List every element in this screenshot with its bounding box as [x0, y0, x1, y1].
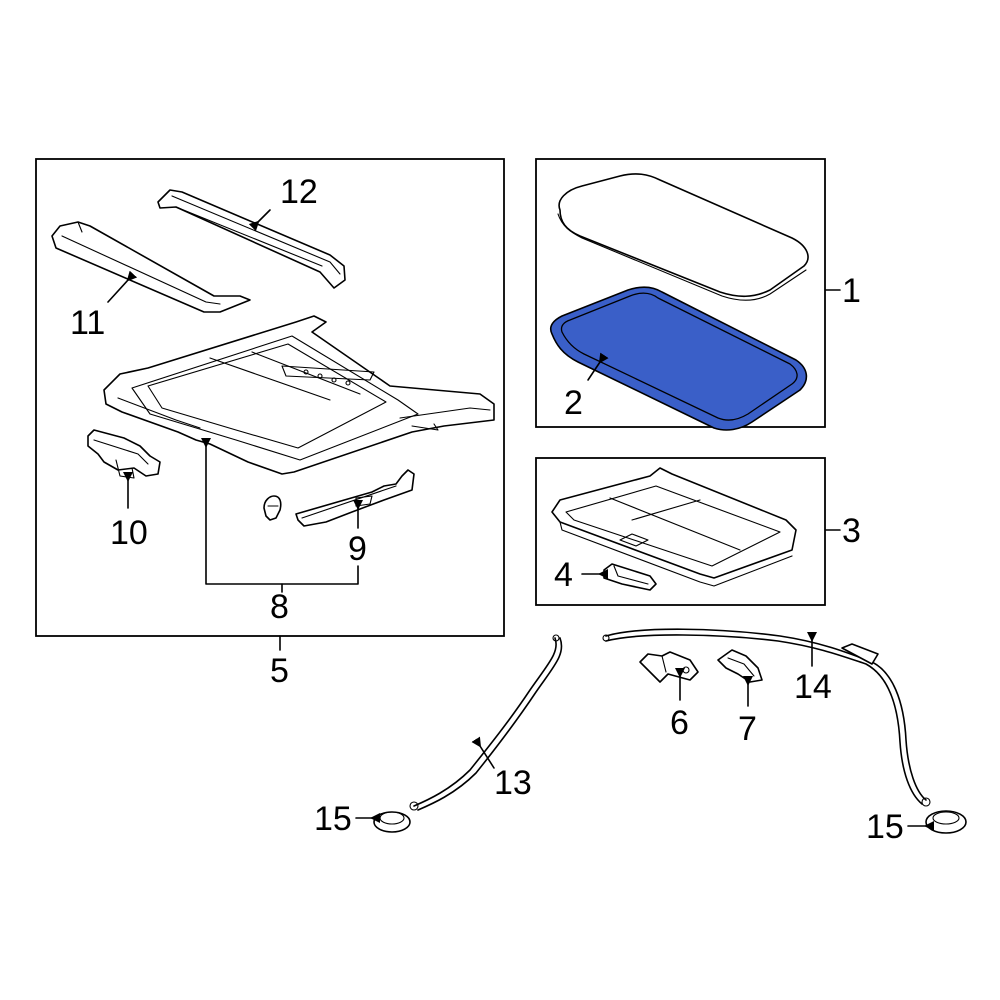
callout-14: 14: [794, 668, 832, 706]
part-9-bracket-strip[interactable]: [295, 469, 415, 527]
part-14-drain-hose[interactable]: [602, 628, 931, 807]
part-15-grommet-right[interactable]: [925, 810, 967, 834]
part-8-roof-frame[interactable]: [103, 315, 495, 475]
callout-15-left: 15: [314, 800, 352, 838]
sunshade-assembly-frame: [535, 457, 826, 606]
part-10-bracket[interactable]: [87, 429, 161, 479]
callout-7: 7: [738, 710, 757, 748]
glass-assembly-frame: [535, 158, 826, 428]
callout-5: 5: [270, 652, 289, 690]
callout-10: 10: [110, 514, 148, 552]
push-pin[interactable]: [263, 495, 282, 521]
callout-4: 4: [554, 556, 573, 594]
callout-1: 1: [842, 272, 861, 310]
callout-6: 6: [670, 704, 689, 742]
callout-13: 13: [494, 764, 532, 802]
part-4-sunshade-handle[interactable]: [603, 563, 657, 591]
callout-9: 9: [348, 530, 367, 568]
part-12-front-trim[interactable]: [157, 189, 346, 289]
part-6-bracket[interactable]: [639, 651, 699, 683]
callout-8: 8: [270, 588, 289, 626]
part-2-glass-seal[interactable]: [549, 286, 808, 431]
part-11-rear-trim[interactable]: [51, 221, 251, 313]
part-3-sunshade[interactable]: [551, 467, 797, 587]
part-1-glass-panel[interactable]: [557, 173, 809, 301]
part-15-grommet-left[interactable]: [373, 811, 411, 833]
part-13-drain-hose[interactable]: [409, 634, 563, 811]
callout-11: 11: [70, 304, 105, 342]
callout-2: 2: [564, 384, 583, 422]
callout-12: 12: [280, 173, 318, 211]
housing-assembly-frame: [35, 158, 505, 637]
callout-3: 3: [842, 512, 861, 550]
callout-15-right: 15: [866, 808, 904, 846]
part-7-seal-clip[interactable]: [717, 649, 763, 683]
